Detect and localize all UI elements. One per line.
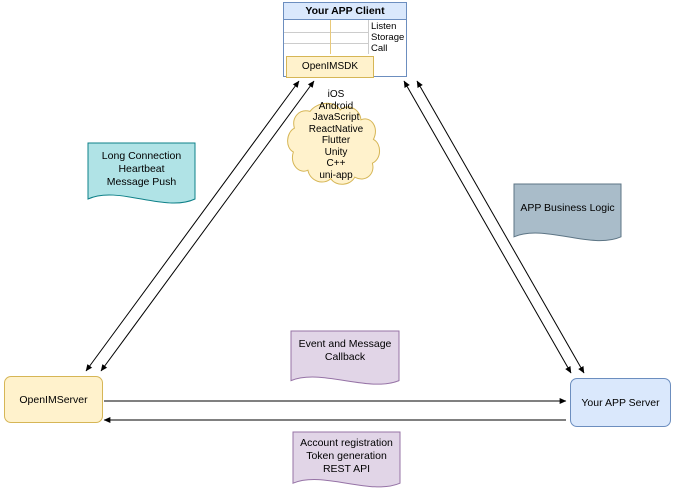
callout-shape — [293, 432, 400, 496]
callout-event-callback: Event and Message Callback — [291, 331, 399, 393]
platform-uniapp: uni-app — [319, 169, 353, 181]
client-row-call: Call — [371, 43, 388, 54]
cloud-shape — [284, 82, 388, 194]
client-row-labels: Listen Storage Call — [371, 21, 404, 54]
node-openimsdk: OpenIMSDK — [286, 56, 374, 78]
client-title: Your APP Client — [284, 3, 406, 20]
platform-flutter: Flutter — [321, 135, 351, 146]
node-openimserver: OpenIMServer — [4, 376, 103, 423]
platform-android: Android — [318, 100, 354, 112]
callout-line: Callback — [324, 351, 366, 363]
callout-app-business-logic-text: APP Business Logic — [514, 202, 621, 215]
edge-client-openimserver-1 — [85, 80, 300, 372]
client-body: Listen Storage Call OpenIMSDK — [284, 20, 406, 78]
platform-javascript: JavaScript — [312, 112, 360, 123]
client-grid-line — [368, 20, 369, 54]
node-your-app-server: Your APP Server — [570, 378, 671, 427]
edge-client-openimserver-2 — [100, 80, 315, 372]
platform-unity: Unity — [324, 146, 348, 158]
platform-cpp: C++ — [326, 158, 346, 169]
callout-app-business-logic: APP Business Logic — [514, 184, 621, 250]
callout-long-connection: Long Connection Heartbeat Message Push — [88, 143, 195, 213]
client-row-listen: Listen — [371, 21, 397, 32]
callout-rest-api-text: Account registration Token generation RE… — [293, 437, 400, 476]
callout-line: Long Connection — [101, 150, 182, 162]
node-your-app-client: Your APP Client Listen Storage Call Open… — [283, 2, 407, 78]
callout-rest-api: Account registration Token generation RE… — [293, 432, 400, 496]
client-grid-line — [284, 43, 368, 44]
platform-reactnative: ReactNative — [308, 123, 364, 135]
client-grid-line — [284, 32, 368, 33]
callout-line: Event and Message — [298, 338, 392, 350]
callout-line: REST API — [322, 463, 371, 475]
callout-line: Account registration — [300, 437, 393, 449]
platform-ios: iOS — [327, 89, 345, 100]
callout-line: APP Business Logic — [520, 202, 615, 214]
callout-line: Token generation — [306, 450, 387, 462]
client-grid-line — [330, 20, 331, 54]
callout-line: Message Push — [106, 176, 177, 188]
callout-shape — [291, 331, 399, 393]
callout-line: Heartbeat — [118, 163, 165, 175]
cloud-platform-list: iOS Android JavaScript ReactNative Flutt… — [284, 89, 388, 181]
callout-event-callback-text: Event and Message Callback — [291, 338, 399, 364]
callout-shape — [88, 143, 195, 213]
callout-shape — [514, 184, 621, 250]
callout-long-connection-text: Long Connection Heartbeat Message Push — [88, 150, 195, 189]
platforms-cloud: iOS Android JavaScript ReactNative Flutt… — [284, 82, 388, 194]
client-row-storage: Storage — [371, 32, 405, 43]
